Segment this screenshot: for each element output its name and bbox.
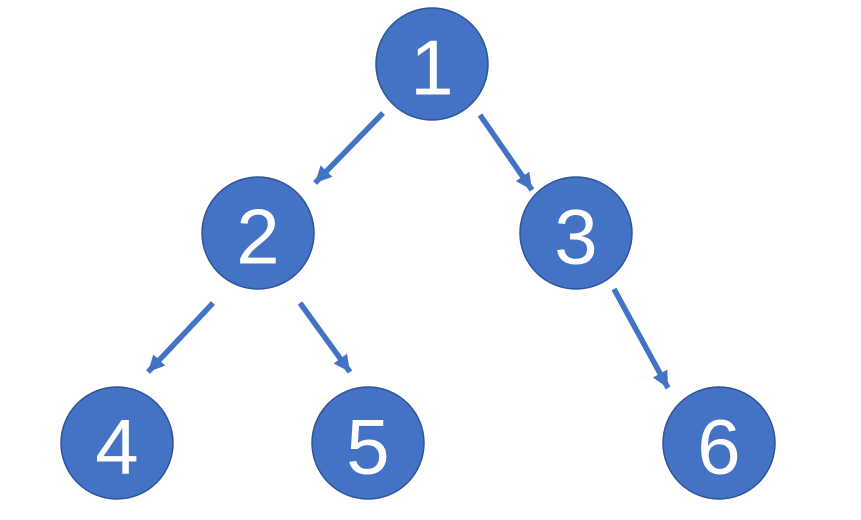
tree-node-3: 3: [519, 176, 633, 290]
node-circle: [662, 386, 776, 500]
node-label: 3: [554, 193, 597, 281]
tree-edge-1-2: [313, 111, 385, 185]
tree-node-1: 1: [375, 7, 489, 121]
tree-edge-2-5: [297, 301, 353, 374]
node-circle: [60, 386, 174, 500]
node-label: 4: [95, 403, 138, 491]
node-label: 2: [236, 193, 279, 281]
tree-edge-2-4: [145, 301, 216, 374]
tree-node-2: 2: [201, 176, 315, 290]
node-circle: [375, 7, 489, 121]
tree-node-5: 5: [311, 386, 425, 500]
tree-node-4: 4: [60, 386, 174, 500]
node-circle: [519, 176, 633, 290]
tree-edge-3-6: [611, 287, 671, 390]
node-circle: [311, 386, 425, 500]
node-label: 1: [410, 24, 453, 112]
node-label: 6: [697, 403, 740, 491]
tree-node-6: 6: [662, 386, 776, 500]
node-label: 5: [346, 403, 389, 491]
tree-edge-1-3: [477, 113, 535, 192]
node-circle: [201, 176, 315, 290]
